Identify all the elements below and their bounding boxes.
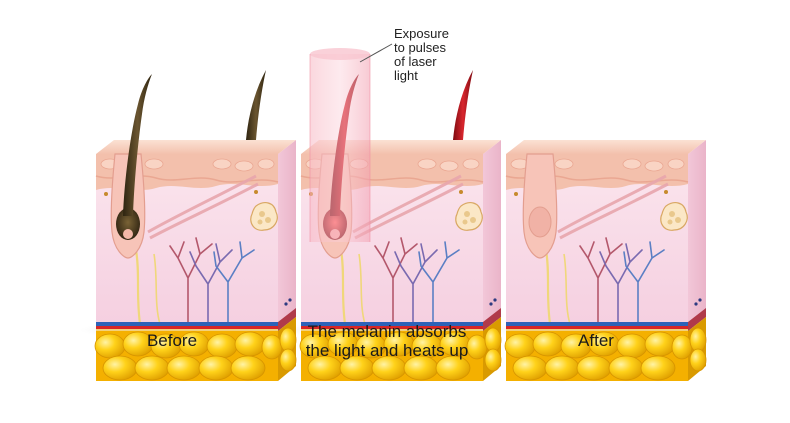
caption-laser-line-2: the light and heats up (305, 341, 469, 360)
laser-beam (309, 48, 371, 242)
laser-label: Exposure to pulses of laser light (394, 27, 474, 83)
caption-after: After (536, 331, 656, 350)
caption-after-line-1: After (578, 331, 614, 350)
hair-shaft-small (246, 70, 266, 140)
laser-label-line-4: light (394, 68, 418, 83)
empty-follicle (528, 206, 552, 238)
laser-label-line-1: Exposure (394, 26, 449, 41)
hair-bulb (116, 208, 140, 240)
laser-label-leader (359, 43, 393, 63)
caption-laser: The melanin absorbs the light and heats … (272, 322, 502, 360)
hair-shaft-small-heated (453, 70, 473, 140)
hair-shaft (123, 74, 152, 216)
panel-after (487, 138, 715, 383)
caption-before: Before (112, 331, 232, 350)
caption-before-line-1: Before (146, 331, 198, 350)
laser-label-line-3: of laser (394, 54, 437, 69)
caption-laser-line-1: The melanin absorbs (307, 322, 467, 341)
laser-label-line-2: to pulses (394, 40, 447, 55)
panel-before (77, 70, 305, 383)
